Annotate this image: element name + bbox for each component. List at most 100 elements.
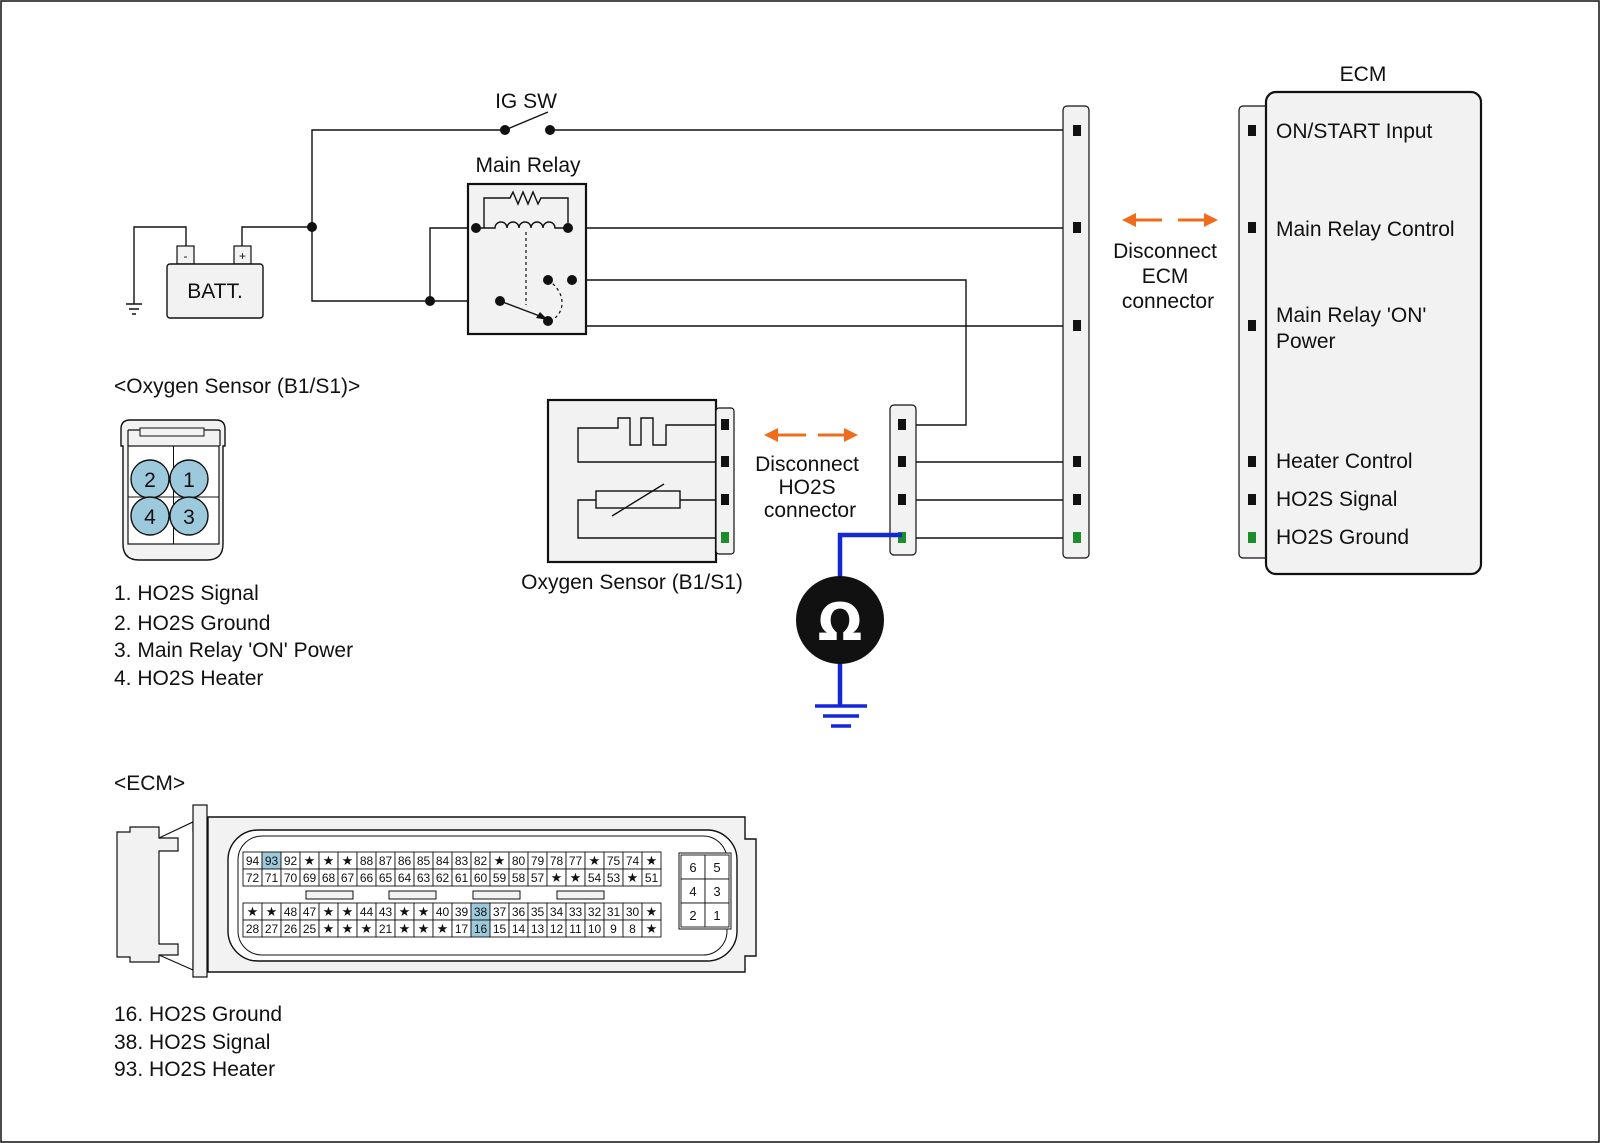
oxygen-sensor: Oxygen Sensor (B1/S1) [521, 398, 743, 594]
ecm-pin-number: 74 [626, 854, 640, 868]
ecm-pin-number: 57 [531, 871, 545, 885]
ecm-pin-cell [641, 919, 662, 938]
ecm-pin-number: 61 [455, 871, 469, 885]
ecm-pin-number: 13 [531, 922, 545, 936]
ecm-pin-number: ★ [646, 921, 658, 936]
ecm-pin-number: 15 [493, 922, 507, 936]
ecm-small-pin-cell [680, 902, 706, 928]
ecm-pin-number: 59 [493, 871, 507, 885]
sensor-pin-legend: 1. HO2S Signal 2. HO2S Ground 3. Main Re… [114, 582, 353, 690]
ecm-module: ECM ON/START Input Main Relay Control Ma… [1238, 63, 1483, 576]
harness-connector-ho2s [889, 404, 917, 556]
wires [126, 129, 1077, 539]
ecm-pin-number: 39 [455, 905, 469, 919]
ecm-pin-number: 38 [474, 905, 488, 919]
ecm-pin-number: ★ [247, 904, 259, 919]
ecm-pin-number: ★ [494, 853, 506, 868]
ecm-small-pin-cell [704, 902, 730, 928]
ecm-pin-number: 66 [360, 871, 374, 885]
ecm-pin-number: 51 [645, 871, 659, 885]
ecm-pin-number: ★ [570, 870, 582, 885]
sensor-pin-2: 2 [144, 469, 156, 492]
ecm-pin-number: 37 [493, 905, 507, 919]
ecm-pin-number: 80 [512, 854, 526, 868]
ecm-small-pin-cell [680, 854, 706, 880]
ecm-pin-number: ★ [342, 904, 354, 919]
ecm-pin-number: 53 [607, 871, 621, 885]
harness-connector-ecm-side [1062, 105, 1090, 559]
ecm-pin-main-relay-control: Main Relay Control [1276, 218, 1455, 241]
ecm-pin-number: 72 [246, 871, 260, 885]
ecm-pin-number: ★ [266, 904, 278, 919]
ecm-pin-heater-control: Heater Control [1276, 450, 1413, 473]
ecm-pin-number: 86 [398, 854, 412, 868]
ecm-pin-legend: 16. HO2S Ground 38. HO2S Signal 93. HO2S… [114, 1003, 282, 1081]
disconnect-ecm-line-3: connector [1122, 290, 1214, 313]
disconnect-ho2s-arrows [764, 428, 858, 442]
ecm-legend-item-16: 16. HO2S Ground [114, 1003, 282, 1026]
battery-label: BATT. [187, 280, 243, 303]
ecm-pin-number: 30 [626, 905, 640, 919]
ecm-pin-cell [641, 868, 662, 887]
ecm-pin-main-relay-on-power-line-1: Main Relay 'ON' [1276, 304, 1426, 327]
ecm-small-pin-number: 4 [689, 884, 696, 899]
ecm-pin-number: 47 [303, 905, 317, 919]
ecm-pin-number: 34 [550, 905, 564, 919]
ecm-connector-title: <ECM> [114, 772, 185, 795]
ecm-pin-main-relay-on-power: Main Relay 'ON' Power [1276, 304, 1432, 353]
ecm-pin-number: 26 [284, 922, 298, 936]
ecm-pin-number: 88 [360, 854, 374, 868]
disconnect-ecm-label: Disconnect ECM connector [1113, 240, 1223, 313]
main-relay: Main Relay [466, 154, 588, 336]
battery-plus-label: + [239, 249, 246, 263]
ohm-icon: Ω [818, 593, 862, 653]
disconnect-ecm-line-1: Disconnect [1113, 240, 1217, 263]
ecm-pin-number: ★ [551, 870, 563, 885]
ecm-pin-number: 83 [455, 854, 469, 868]
ecm-pin-number: 93 [265, 854, 279, 868]
ecm-legend-item-93: 93. HO2S Heater [114, 1058, 275, 1081]
ecm-pin-number: 31 [607, 905, 621, 919]
ecm-pin-number: 60 [474, 871, 488, 885]
ecm-title: ECM [1340, 63, 1387, 86]
ecm-pin-number: 10 [588, 922, 602, 936]
ecm-pin-number: 17 [455, 922, 469, 936]
ecm-pin-on-start-input: ON/START Input [1276, 120, 1433, 143]
ecm-pin-number: 27 [265, 922, 279, 936]
ecm-pin-number: 82 [474, 854, 488, 868]
ecm-pin-number: 58 [512, 871, 526, 885]
ecm-pin-number: 65 [379, 871, 393, 885]
sensor-connector-title: <Oxygen Sensor (B1/S1)> [114, 375, 360, 398]
ecm-pin-number: 32 [588, 905, 602, 919]
disconnect-ecm-line-2: ECM [1142, 265, 1189, 288]
ecm-pin-number: 8 [629, 922, 636, 936]
ecm-pin-number: ★ [323, 853, 335, 868]
ecm-pin-number: 35 [531, 905, 545, 919]
ecm-small-pin-number: 1 [713, 908, 720, 923]
sensor-pin-1: 1 [183, 469, 195, 492]
disconnect-ecm-arrows [1122, 213, 1218, 227]
ecm-pin-number: 36 [512, 905, 526, 919]
ecm-pin-number: 48 [284, 905, 298, 919]
ecm-pin-number: 62 [436, 871, 450, 885]
disconnect-ho2s-line-1: Disconnect [755, 453, 859, 476]
ig-sw-label: IG SW [495, 90, 557, 113]
ecm-pin-number: 67 [341, 871, 355, 885]
ecm-pin-number: 92 [284, 854, 298, 868]
ecm-pin-number: ★ [361, 921, 373, 936]
ecm-pin-number: ★ [399, 904, 411, 919]
ecm-pin-number: 85 [417, 854, 431, 868]
ecm-pin-number: 43 [379, 905, 393, 919]
ecm-pin-main-relay-on-power-line-2: Power [1276, 330, 1336, 353]
ecm-pin-number: 54 [588, 871, 602, 885]
ecm-pin-ho2s-signal: HO2S Signal [1276, 488, 1397, 511]
ecm-legend-item-38: 38. HO2S Signal [114, 1031, 270, 1054]
ecm-pin-number: 94 [246, 854, 260, 868]
ecm-pin-number: ★ [342, 921, 354, 936]
ecm-pin-number: 28 [246, 922, 260, 936]
ecm-pin-number: 44 [360, 905, 374, 919]
ecm-pin-number: 63 [417, 871, 431, 885]
ecm-pin-number: ★ [418, 921, 430, 936]
